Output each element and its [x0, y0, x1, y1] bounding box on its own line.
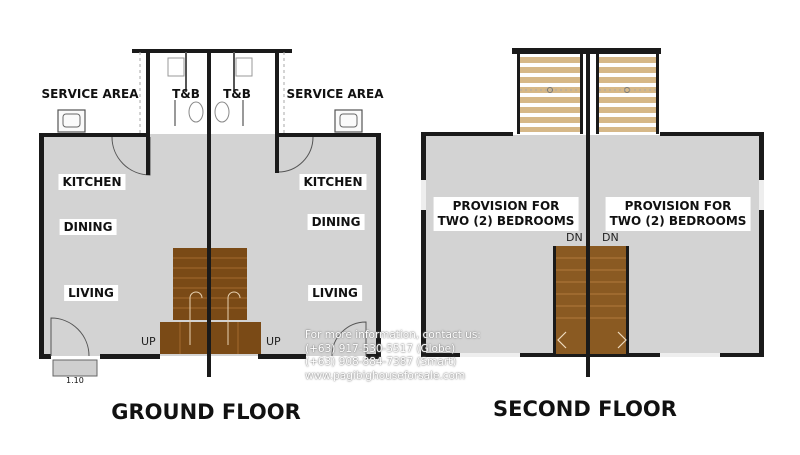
ground-wall-top-left — [39, 133, 149, 137]
tb-divider-left — [185, 52, 187, 92]
tb-area — [146, 52, 278, 134]
ground-wall-bottom-mid — [100, 354, 160, 359]
toilet-left — [188, 101, 204, 123]
ground-floor-title: GROUND FLOOR — [111, 400, 301, 424]
ground-stairs — [160, 248, 261, 354]
sink-left-basin — [62, 113, 81, 128]
front-door-right — [331, 321, 367, 357]
window-bottom-right — [660, 353, 720, 357]
ground-wall-bottom-right — [366, 354, 381, 359]
second-wall-bottom — [421, 353, 764, 357]
tb-right-label: T&B — [223, 87, 251, 101]
second-wall-top-left — [421, 132, 513, 136]
tb-door-right — [242, 100, 244, 126]
tb-left-label: T&B — [172, 87, 200, 101]
front-step — [52, 359, 98, 377]
second-center-wall — [586, 50, 590, 377]
second-wall-right — [759, 133, 764, 357]
dn-right-label: DN — [602, 231, 619, 244]
ground-wall-bottom-mid2 — [258, 354, 306, 359]
provision-right-label: PROVISION FOR TWO (2) BEDROOMS — [605, 197, 751, 231]
sink-left — [57, 109, 86, 133]
second-wall-top-right — [660, 132, 764, 136]
ground-wall-right — [376, 134, 381, 356]
second-wall-left — [421, 133, 426, 357]
tb-right-wall — [275, 49, 279, 137]
second-floor-plan — [421, 48, 764, 377]
window-right — [759, 180, 764, 210]
contact-line-2: (+63) 917-530-5517 (Globe) — [305, 342, 456, 355]
kitchen-wall-left — [146, 137, 150, 175]
ground-center-wall — [207, 52, 211, 377]
contact-line-1: For more information, contact us: — [305, 329, 481, 341]
living-left-label: LIVING — [64, 285, 118, 301]
second-floor-title: SECOND FLOOR — [493, 397, 677, 421]
sink-right-basin — [339, 113, 358, 128]
window-left — [421, 180, 426, 210]
front-door-left — [50, 317, 90, 357]
tb-top-wall — [132, 49, 292, 53]
dining-left-label: DINING — [59, 219, 117, 235]
up-right-label: UP — [266, 335, 281, 348]
toilet-right — [214, 101, 230, 123]
living-right-label: LIVING — [308, 285, 362, 301]
tb-fixture-left — [167, 57, 185, 77]
window-bottom-left — [460, 353, 520, 357]
ground-wall-left — [39, 134, 44, 356]
tb-divider-right — [233, 52, 235, 92]
service-area-left-label: SERVICE AREA — [41, 87, 139, 101]
step-width-label: 1.10 — [66, 376, 84, 385]
kitchen-door-right — [277, 136, 314, 173]
provision-left-label: PROVISION FOR TWO (2) BEDROOMS — [433, 197, 579, 231]
service-area-right-label: SERVICE AREA — [286, 87, 384, 101]
ground-wall-top-right — [276, 133, 381, 137]
ground-wall-bottom-left — [39, 354, 51, 359]
kitchen-wall-right — [275, 137, 279, 173]
contact-line-4: www.pagibighouseforsale.com — [305, 369, 466, 382]
tb-fixture-right — [235, 57, 253, 77]
kitchen-right-label: KITCHEN — [299, 174, 367, 190]
dining-right-label: DINING — [307, 214, 365, 230]
ground-floor-plan — [39, 49, 381, 377]
kitchen-left-label: KITCHEN — [58, 174, 126, 190]
contact-line-3: (+63) 908-884-7387 (Smart) — [305, 356, 457, 368]
contact-watermark: For more information, contact us: (+63) … — [305, 329, 481, 383]
second-stairs — [553, 246, 629, 354]
tb-left-wall — [146, 49, 150, 137]
tb-door-left — [174, 100, 176, 126]
sink-right — [334, 109, 363, 133]
dn-left-label: DN — [566, 231, 583, 244]
up-left-label: UP — [141, 335, 156, 348]
upper-stairs — [512, 48, 661, 134]
